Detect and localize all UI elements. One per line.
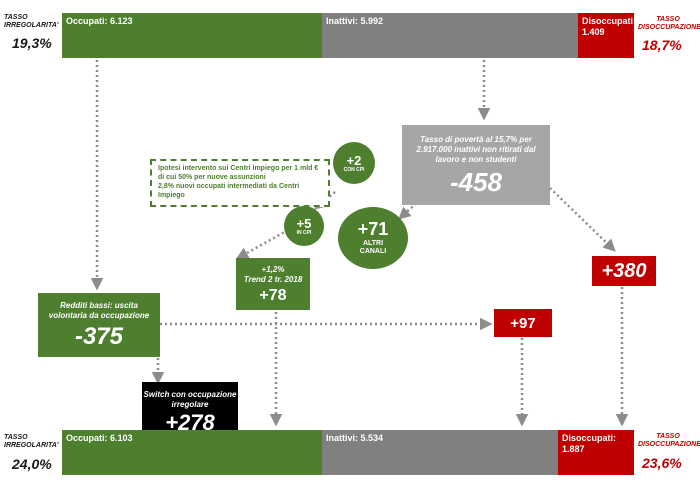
top-irregular-rate-value: 19,3%: [12, 35, 52, 51]
circle-cpi-plus5: +5 IN CPI: [284, 206, 324, 246]
top-unemployed-count: 1.409: [582, 27, 605, 37]
bottom-unemployed-bar: Disoccupati: 1.887: [558, 430, 634, 475]
bottom-employed-bar: Occupati: 6.103: [62, 430, 322, 475]
bottom-irregular-rate-value: 24,0%: [12, 456, 52, 472]
trend-box: +1,2% Trend 2 tr. 2018 +78: [236, 258, 310, 310]
bottom-unemployment-rate-label: TASSO DISOCCUPAZIONE: [638, 433, 700, 448]
plus97-value: +97: [510, 314, 536, 332]
circle-cpi-plus2-sub: CON CPI: [343, 166, 365, 173]
circle-other-channels: +71 ALTRI CANALI: [338, 207, 408, 269]
box-plus97: +97: [494, 309, 552, 337]
hypothesis-box: Ipotesi intervento sui Centri Impiego pe…: [150, 159, 330, 207]
top-employed-bar: Occupati: 6.123: [62, 13, 322, 58]
bottom-inactive-label: Inattivi: 5.534: [326, 433, 384, 443]
poverty-value: -458: [449, 167, 503, 197]
arrow-poverty-to-380: [549, 187, 616, 252]
hypothesis-line-2: 2,8% nuovi occupati intermediati da Cent…: [158, 183, 300, 199]
bottom-inactive-bar: Inattivi: 5.534: [322, 430, 558, 475]
bottom-employed-label: Occupati: 6.103: [66, 433, 133, 443]
switch-value: +278: [165, 410, 215, 435]
circle-cpi-plus5-value: +5: [296, 215, 312, 231]
hypothesis-line-1: Ipotesi intervento sui Centri Impiego pe…: [158, 165, 319, 181]
arrow-5-to-trend: [235, 228, 289, 260]
circle-other-channels-sub: ALTRI CANALI: [359, 240, 387, 255]
top-inactive-bar: Inattivi: 5.992: [322, 13, 578, 58]
box-plus380: +380: [592, 256, 656, 286]
circle-cpi-plus2: +2 CON CPI: [333, 142, 375, 184]
poverty-text: Tasso di povertà al 15,7% per 2.917.000 …: [416, 135, 536, 164]
top-unemployment-rate-value: 18,7%: [642, 37, 682, 53]
top-unemployed-label: Disoccupati:: [582, 16, 637, 26]
low-income-value: -375: [74, 323, 124, 350]
top-inactive-label: Inattivi: 5.992: [326, 16, 384, 26]
circle-cpi-plus2-value: +2: [346, 152, 362, 168]
trend-line-2: Trend 2 tr. 2018: [243, 274, 303, 284]
circle-other-channels-value: +71: [357, 219, 389, 239]
circle-cpi-plus5-sub: IN CPI: [296, 229, 312, 236]
bottom-unemployed-count: 1.887: [562, 444, 585, 454]
poverty-box: Tasso di povertà al 15,7% per 2.917.000 …: [402, 125, 550, 205]
switch-text: Switch con occupazione irregolare: [143, 390, 237, 409]
trend-line-1: +1,2%: [261, 264, 285, 274]
low-income-text: Redditi bassi: uscita volontaria da occu…: [48, 301, 150, 320]
bottom-unemployed-label: Disoccupati:: [562, 433, 617, 443]
plus380-value: +380: [601, 260, 647, 282]
trend-value: +78: [259, 286, 287, 304]
top-unemployment-rate-label: TASSO DISOCCUPAZIONE: [638, 16, 700, 31]
bottom-irregular-rate-label: TASSO IRREGOLARITA': [4, 434, 59, 449]
low-income-box: Redditi bassi: uscita volontaria da occu…: [38, 293, 160, 357]
top-irregular-rate-label: TASSO IRREGOLARITA': [4, 14, 59, 29]
bottom-unemployment-rate-value: 23,6%: [642, 455, 682, 471]
top-employed-label: Occupati: 6.123: [66, 16, 133, 26]
top-unemployed-bar: Disoccupati: 1.409: [578, 13, 637, 58]
